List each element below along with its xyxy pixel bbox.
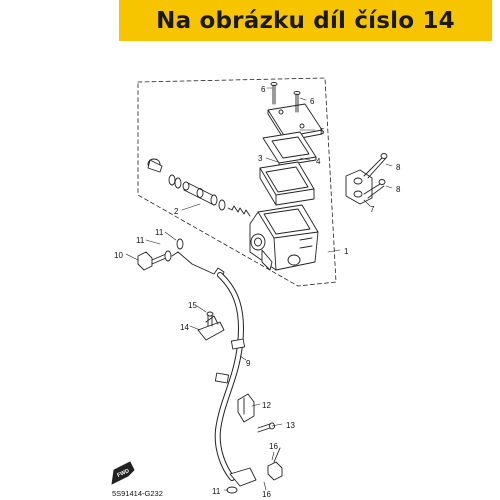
callout-7: 7 (370, 205, 375, 214)
union-bolt-lower (267, 447, 283, 481)
guide-bolt (206, 311, 214, 327)
callout-5: 5 (320, 127, 325, 136)
reservoir-plate (262, 131, 317, 167)
leader-lines (125, 87, 393, 491)
callout-8b: 8 (396, 185, 401, 194)
brake-hose (171, 251, 257, 487)
callout-1: 1 (344, 247, 349, 256)
hose-guide (197, 315, 225, 341)
fwd-arrow-icon: FWD (111, 461, 135, 485)
cap-screw-right (293, 90, 301, 113)
bracket-bolt-lower (363, 179, 386, 199)
callout-6a: 6 (261, 85, 266, 94)
diagram-code: 5S91414-G232 (112, 489, 163, 498)
cap-screw-left (270, 81, 278, 105)
banner-title: Na obrázku díl číslo 14 (156, 7, 455, 34)
mounting-bracket (345, 169, 373, 205)
callout-16a: 16 (269, 442, 278, 451)
callout-labels: 1 2 3 4 5 6 6 7 8 8 9 10 11 11 12 13 14 … (114, 85, 401, 499)
diaphragm (259, 161, 315, 206)
piston-kit (147, 158, 251, 217)
callout-9: 9 (246, 359, 251, 368)
callout-14: 14 (180, 323, 189, 332)
reservoir-cap (267, 103, 323, 142)
callout-13: 13 (286, 421, 295, 430)
callout-16b: 16 (262, 490, 271, 499)
callout-4: 4 (316, 157, 321, 166)
gasket-upper-b (176, 238, 184, 250)
union-bolt (137, 251, 167, 271)
svg-text:FWD: FWD (116, 468, 130, 479)
clamp-bolt (257, 422, 275, 433)
callout-3: 3 (258, 154, 263, 163)
hose-clamp (237, 393, 255, 423)
callout-8a: 8 (396, 163, 401, 172)
gasket-upper-a (164, 250, 172, 262)
callout-12: 12 (262, 401, 271, 410)
callout-6b: 6 (310, 97, 315, 106)
callout-10: 10 (114, 251, 123, 260)
callout-11c: 11 (212, 487, 221, 496)
bracket-bolt-upper (363, 153, 388, 179)
callout-15: 15 (188, 301, 197, 310)
gasket-lower (226, 486, 238, 494)
callout-11a: 11 (136, 236, 145, 245)
callout-11b: 11 (155, 228, 164, 237)
assembly-boundary (137, 77, 337, 287)
master-cylinder-body (249, 204, 319, 271)
header-banner: Na obrázku díl číslo 14 (119, 0, 492, 41)
callout-2: 2 (174, 207, 179, 216)
